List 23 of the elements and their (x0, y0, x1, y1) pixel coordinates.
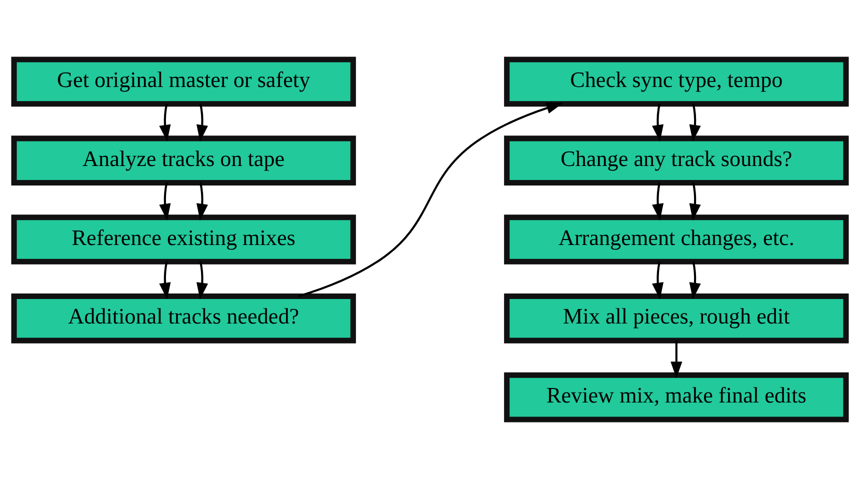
arrow (298, 102, 564, 298)
node-box: Reference existing mixes (11, 214, 356, 264)
node-box: Additional tracks needed? (11, 293, 356, 344)
arrow (196, 104, 208, 142)
arrow (689, 182, 701, 220)
arrow (689, 261, 701, 300)
arrow (196, 182, 208, 220)
arrow (652, 104, 664, 142)
node-box: Mix all pieces, rough edit (504, 293, 849, 344)
node-box: Change any track sounds? (504, 136, 849, 186)
arrow (652, 261, 664, 300)
arrow (652, 182, 664, 220)
arrow (670, 340, 682, 378)
node-box: Check sync type, tempo (504, 56, 849, 107)
arrow (196, 261, 208, 300)
arrow (159, 182, 171, 220)
node-box: Analyze tracks on tape (11, 136, 356, 186)
arrow (689, 104, 701, 142)
node-box: Arrangement changes, etc. (504, 214, 849, 264)
node-box: Get original master or safety (11, 56, 356, 107)
node-box: Review mix, make final edits (504, 372, 849, 422)
arrow (159, 261, 171, 300)
arrow (159, 104, 171, 142)
